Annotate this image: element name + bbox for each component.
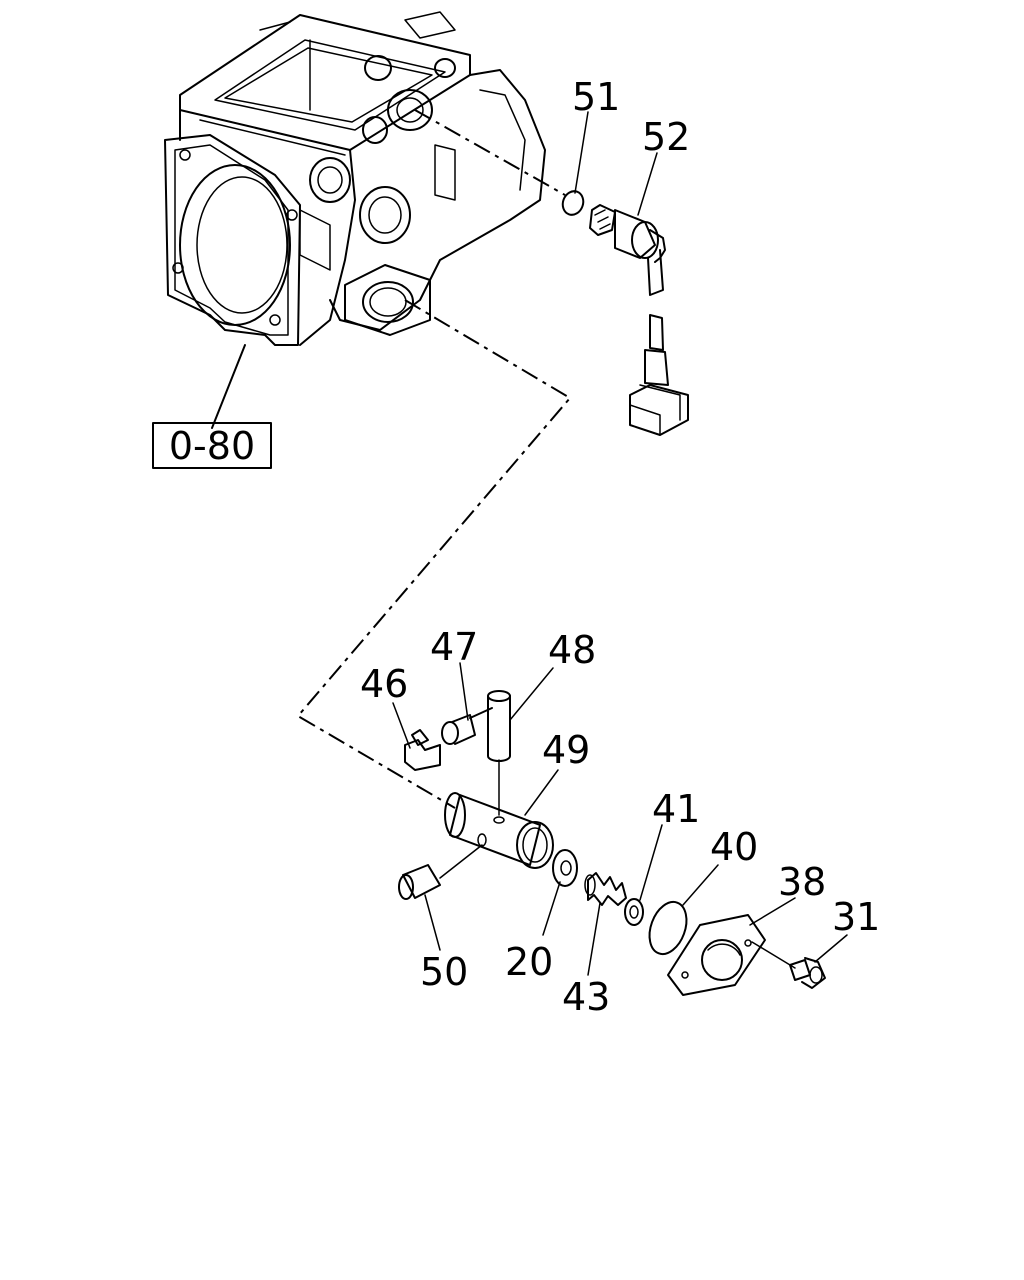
o-ring-40 — [648, 900, 688, 956]
clip-46 — [404, 729, 441, 771]
callout-49: 49 — [542, 728, 590, 772]
assembly-line-valve — [296, 299, 572, 809]
callout-47: 47 — [430, 625, 478, 669]
sensor-52 — [589, 204, 689, 436]
callout-31: 31 — [832, 895, 880, 939]
pump-housing — [164, 11, 546, 346]
washer-20 — [552, 849, 578, 887]
spring-43 — [584, 872, 627, 906]
callout-52: 52 — [642, 115, 690, 159]
callout-43: 43 — [562, 975, 610, 1019]
bolt-31 — [751, 941, 826, 989]
callout-40: 40 — [710, 825, 758, 869]
callout-46: 46 — [360, 662, 408, 706]
callout-48: 48 — [548, 628, 596, 672]
callout-20: 20 — [505, 940, 553, 984]
o-ring-51 — [561, 190, 585, 216]
callout-50: 50 — [420, 950, 468, 994]
cover-plate-38 — [667, 914, 766, 996]
callout-51: 51 — [572, 75, 620, 119]
pin-48 — [487, 690, 511, 816]
callout-labels: 51 52 47 48 46 49 41 40 38 31 50 20 43 — [360, 75, 880, 1019]
seal-ring-41 — [624, 898, 644, 926]
callout-leaders — [392, 111, 848, 976]
sleeve-49 — [444, 792, 554, 869]
bushing-50 — [398, 844, 483, 900]
reference-label: 0-80 — [169, 424, 255, 468]
callout-38: 38 — [778, 860, 826, 904]
assembly-line-sensor — [414, 109, 566, 196]
callout-41: 41 — [652, 787, 700, 831]
reference-leader — [211, 344, 246, 429]
reference-box: 0-80 — [152, 422, 272, 469]
